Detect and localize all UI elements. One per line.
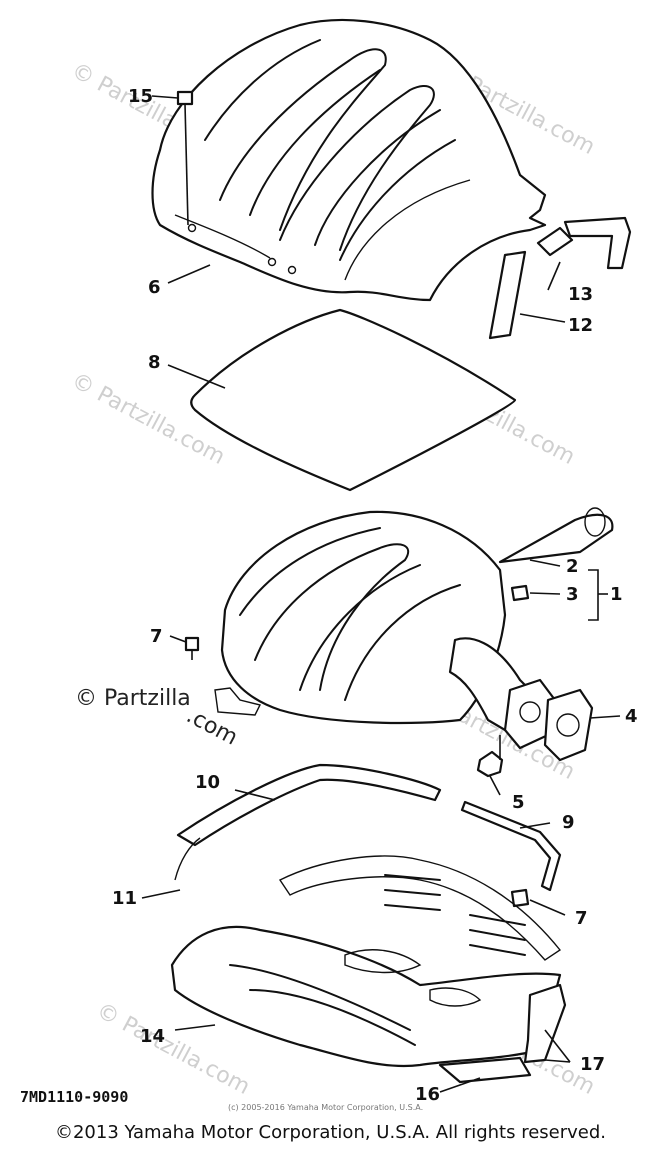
muffler-part-1 — [214, 510, 557, 750]
leader-lines — [141, 95, 621, 1093]
watermark-dark-line1: © Partzilla — [75, 686, 191, 711]
callout-8: 8 — [148, 352, 161, 373]
callout-11: 11 — [112, 888, 137, 909]
callout-2: 2 — [566, 556, 579, 577]
nut-part-5 — [476, 750, 504, 778]
callout-10: 10 — [195, 772, 220, 793]
callout-13: 13 — [568, 284, 593, 305]
pad-part-13 — [536, 226, 574, 257]
clip-part-bracket — [563, 216, 632, 270]
callout-15: 15 — [128, 86, 153, 107]
callout-1: 1 — [610, 584, 623, 605]
callout-labels: 15 6 13 12 8 2 3 1 7 4 10 5 9 11 7 14 17… — [112, 86, 638, 1105]
vent-slots — [384, 874, 526, 956]
strip-part-9 — [460, 800, 562, 892]
callout-17: 17 — [580, 1054, 605, 1075]
copyright-notice: ©2013 Yamaha Motor Corporation, U.S.A. A… — [54, 1122, 607, 1143]
callout-6: 6 — [148, 277, 161, 298]
callout-5: 5 — [512, 792, 525, 813]
frame-gasket-part-10 — [174, 763, 442, 881]
clamp-part-17 — [523, 983, 567, 1064]
lower-tray-part-14 — [170, 855, 562, 1068]
callout-4: 4 — [625, 706, 638, 727]
callout-12: 12 — [568, 315, 593, 336]
watermark-dark-line2: .com — [182, 703, 241, 750]
bolt-part-7-upper — [184, 636, 200, 660]
callout-9: 9 — [562, 812, 575, 833]
callout-7-lower: 7 — [575, 908, 588, 929]
bracket-part-12 — [488, 250, 527, 340]
callout-3: 3 — [566, 584, 579, 605]
flange-gasket-part-4 — [543, 688, 594, 762]
watermark-text: © Partzilla.com — [67, 368, 229, 470]
bolt-part-15 — [176, 90, 194, 226]
fine-print: (c) 2005-2016 Yamaha Motor Corporation, … — [228, 1103, 423, 1112]
callout-14: 14 — [140, 1026, 165, 1047]
gasket-part-8 — [190, 308, 517, 492]
plate-part-16 — [438, 1056, 532, 1084]
cone-part-2 — [498, 507, 614, 564]
callout-7-upper: 7 — [150, 626, 163, 647]
bolt-part-7-lower — [510, 888, 530, 908]
upper-cover-part-6 — [151, 18, 547, 302]
callout-16: 16 — [415, 1084, 440, 1105]
screw-part-3 — [510, 584, 530, 602]
diagram-code: 7MD1110-9090 — [20, 1088, 128, 1106]
